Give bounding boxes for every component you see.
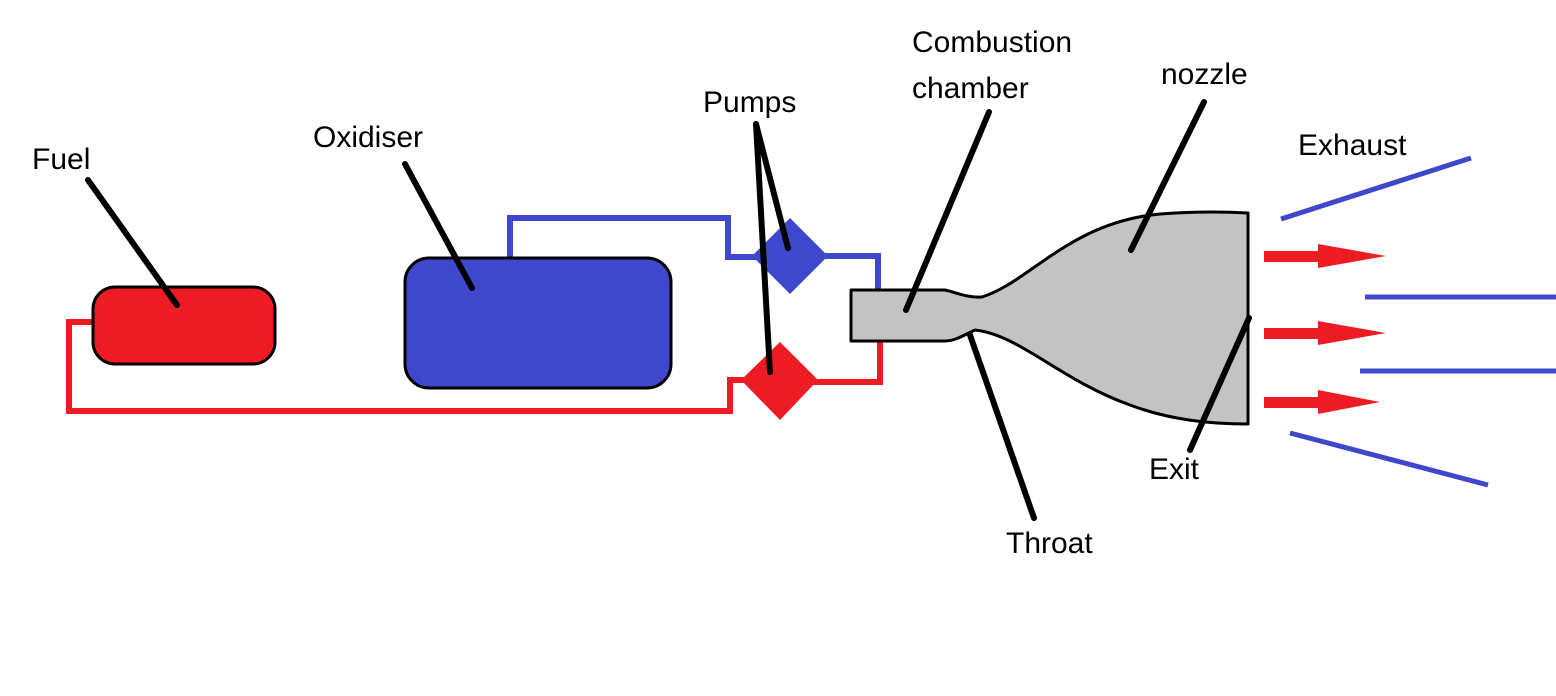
nozzle-label: nozzle <box>1161 58 1248 91</box>
combustion-chamber-leader-line <box>903 109 992 313</box>
fuel-pump-outlet-line <box>812 338 883 385</box>
oxidiser-feed-line <box>507 215 760 260</box>
pumps-leader-line <box>753 121 791 251</box>
exhaust-arrow <box>1264 321 1386 345</box>
exhaust-label: Exhaust <box>1298 129 1407 162</box>
fuel-tank <box>91 285 277 366</box>
nozzle-leader-line <box>1128 99 1207 253</box>
fuel-label: Fuel <box>32 143 90 176</box>
oxidiser-pump-outlet-line <box>818 253 881 292</box>
exit-label: Exit <box>1149 453 1200 486</box>
oxidiser-label: Oxidiser <box>313 121 423 154</box>
combustion-chamber-label-line1: Combustion <box>912 26 1072 59</box>
fuel-feed-line <box>66 319 750 414</box>
engine-body <box>849 210 1250 426</box>
exhaust-plume-line <box>1280 155 1472 222</box>
fuel-pump <box>741 342 818 420</box>
oxidiser-pump <box>752 218 828 294</box>
fuel-leader-line <box>85 177 180 308</box>
exhaust-arrow <box>1264 390 1380 414</box>
combustion-chamber-label-line2: chamber <box>912 72 1029 105</box>
exhaust-arrow <box>1264 244 1386 268</box>
pumps-label: Pumps <box>703 86 796 119</box>
throat-leader-line <box>967 332 1037 521</box>
exhaust-plume-line <box>1289 430 1489 488</box>
exit-leader-line <box>1187 315 1252 453</box>
oxidiser-tank <box>403 256 673 390</box>
oxidiser-leader-line <box>402 161 475 291</box>
pumps-leader-line <box>753 121 773 375</box>
throat-label: Throat <box>1006 527 1093 560</box>
